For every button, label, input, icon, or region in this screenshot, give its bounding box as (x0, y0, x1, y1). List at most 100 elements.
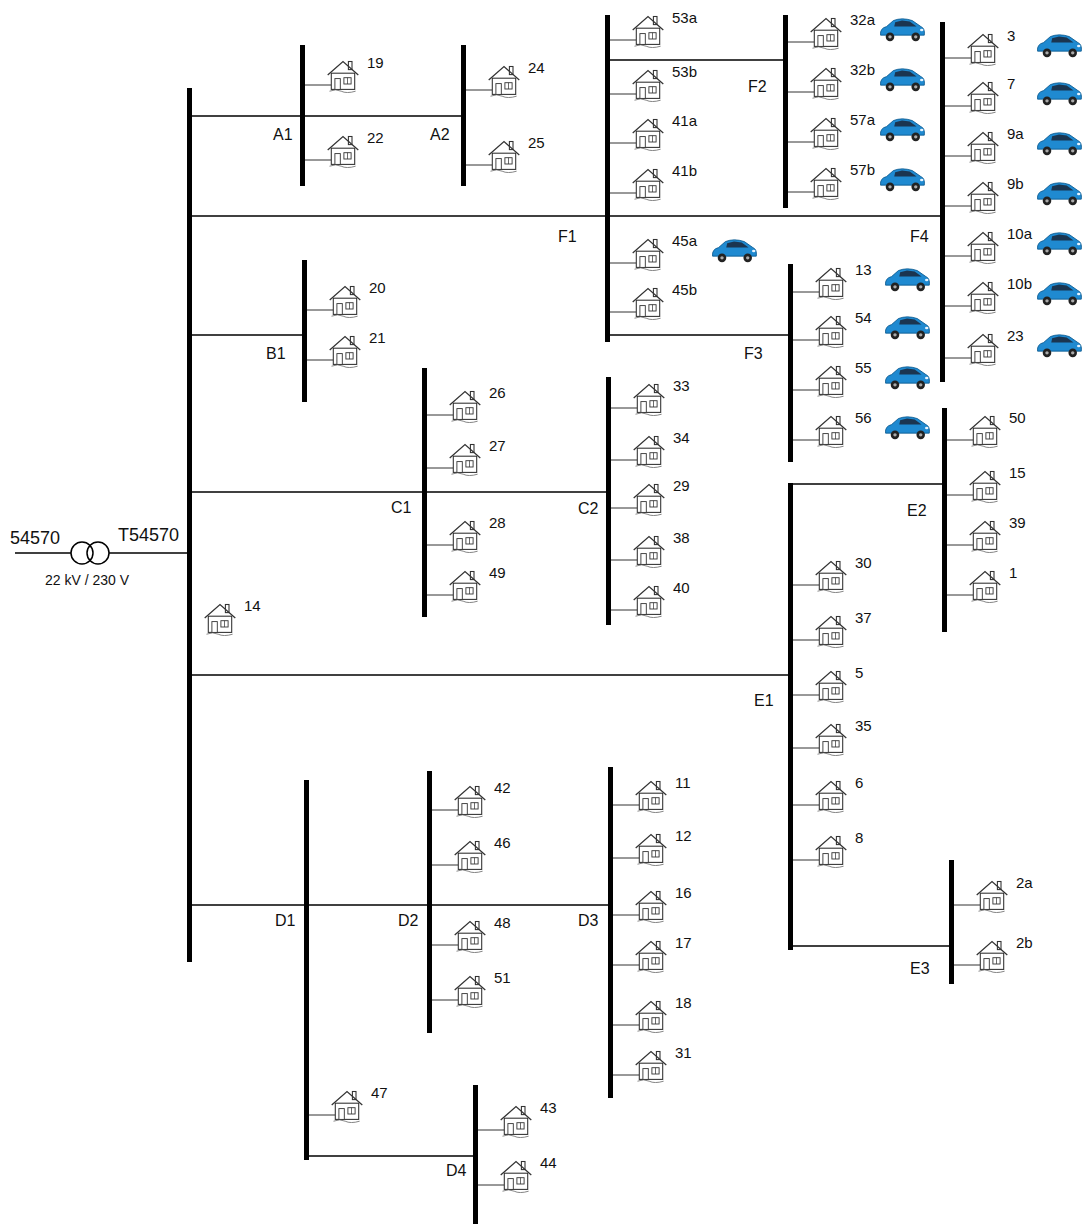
ev-car-icon (1037, 35, 1081, 57)
bus-label: E2 (907, 502, 927, 520)
house-number: 49 (489, 564, 506, 581)
service-line (613, 858, 639, 859)
house-number: 44 (540, 1154, 557, 1171)
service-line (305, 85, 331, 86)
house-icon (330, 287, 361, 318)
service-line (478, 1130, 504, 1131)
house-number: 12 (675, 827, 692, 844)
house-number: 55 (855, 359, 872, 376)
house-icon (636, 1002, 667, 1033)
service-line (947, 595, 973, 596)
house-number: 30 (855, 554, 872, 571)
service-line (793, 440, 819, 441)
house-number: 48 (494, 914, 511, 931)
service-line (945, 156, 971, 157)
voltage-label: 22 kV / 230 V (45, 572, 129, 589)
house-icon (633, 289, 664, 320)
house-number: 56 (855, 409, 872, 426)
bus-label: C2 (578, 500, 598, 518)
service-line (432, 945, 458, 946)
house-number: 8 (855, 829, 863, 846)
service-line (788, 92, 814, 93)
service-line (427, 545, 453, 546)
service-line (466, 165, 492, 166)
house-icon (455, 787, 486, 818)
house-icon (811, 169, 842, 200)
house-number: 9a (1007, 125, 1024, 142)
busbar: F2 (783, 15, 788, 208)
house-icon (205, 605, 236, 636)
house-icon (328, 137, 359, 168)
house-icon (633, 240, 664, 271)
house-number: 27 (489, 437, 506, 454)
service-line (466, 90, 492, 91)
house-icon (636, 942, 667, 973)
service-line (611, 560, 637, 561)
service-line (610, 94, 636, 95)
service-line (793, 340, 819, 341)
service-line (793, 390, 819, 391)
house-icon (970, 572, 1001, 603)
feeder-line (192, 491, 422, 493)
house-number: 50 (1009, 409, 1026, 426)
service-line (954, 905, 980, 906)
house-number: 22 (367, 129, 384, 146)
bus-label: F3 (744, 345, 763, 363)
house-icon (634, 587, 665, 618)
service-line (611, 610, 637, 611)
house-icon (816, 837, 847, 868)
service-line (793, 292, 819, 293)
house-number: 9b (1007, 175, 1024, 192)
ev-car-icon (880, 119, 924, 141)
house-number: 53a (672, 9, 697, 26)
bus-label: D3 (578, 912, 598, 930)
ev-car-icon (880, 169, 924, 191)
house-number: 10a (1007, 225, 1032, 242)
service-line (793, 585, 819, 586)
house-number: 29 (673, 477, 690, 494)
house-number: 25 (528, 134, 545, 151)
house-icon (816, 417, 847, 448)
busbar: B1 (302, 260, 307, 402)
bus-label: E3 (910, 960, 930, 978)
house-icon (977, 942, 1008, 973)
busbar: F4 (940, 22, 945, 382)
house-icon (968, 35, 999, 66)
house-icon (636, 892, 667, 923)
feeder-line (305, 115, 461, 117)
service-line (610, 263, 636, 264)
service-line (793, 695, 819, 696)
house-number: 18 (675, 994, 692, 1011)
busbar: F3 (788, 264, 793, 462)
service-line (793, 640, 819, 641)
house-icon (633, 170, 664, 201)
house-icon (633, 120, 664, 151)
house-icon (968, 233, 999, 264)
service-line (611, 408, 637, 409)
service-line (954, 965, 980, 966)
service-line (793, 860, 819, 861)
house-icon (811, 19, 842, 50)
bus-label: E1 (754, 692, 774, 710)
service-line (613, 915, 639, 916)
bus-label: D1 (275, 912, 295, 930)
service-line (427, 415, 453, 416)
feeder-line (427, 491, 606, 493)
house-number: 6 (855, 774, 863, 791)
house-number: 54 (855, 309, 872, 326)
house-icon (450, 392, 481, 423)
feeder-wire (15, 552, 71, 554)
service-line (432, 1000, 458, 1001)
house-icon (968, 335, 999, 366)
ev-car-icon (885, 417, 929, 439)
house-icon (450, 522, 481, 553)
feeder-line (610, 215, 940, 217)
house-number: 42 (494, 779, 511, 796)
ev-car-icon (1037, 233, 1081, 255)
busbar: C1 (422, 368, 427, 617)
service-line (427, 468, 453, 469)
house-number: 20 (369, 279, 386, 296)
house-number: 46 (494, 834, 511, 851)
house-number: 51 (494, 969, 511, 986)
house-number: 37 (855, 609, 872, 626)
